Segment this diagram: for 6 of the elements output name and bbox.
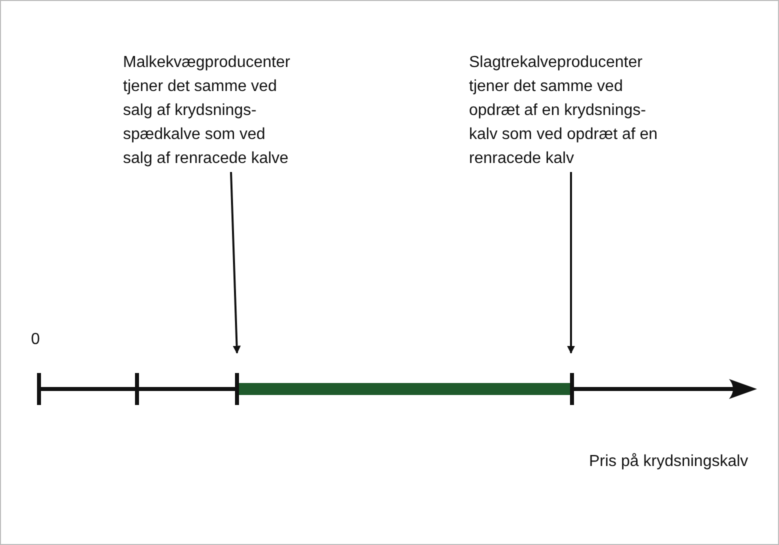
axis-title: Pris på krydsningskalv: [589, 453, 748, 471]
annotation-text: Slagtrekalveproducenter tjener det samme ved opdræt af en krydsnings- kalv som ved opdræt af en renracede kalv: [469, 51, 664, 171]
annotation-text: Malkekvægproducenter tjener det samme ved salg af krydsnings- spædkalve som ved salg af renracede kalve: [123, 51, 298, 171]
axis-origin-label: 0: [31, 331, 40, 349]
arrow: [567, 172, 575, 354]
arrow: [230, 172, 241, 354]
